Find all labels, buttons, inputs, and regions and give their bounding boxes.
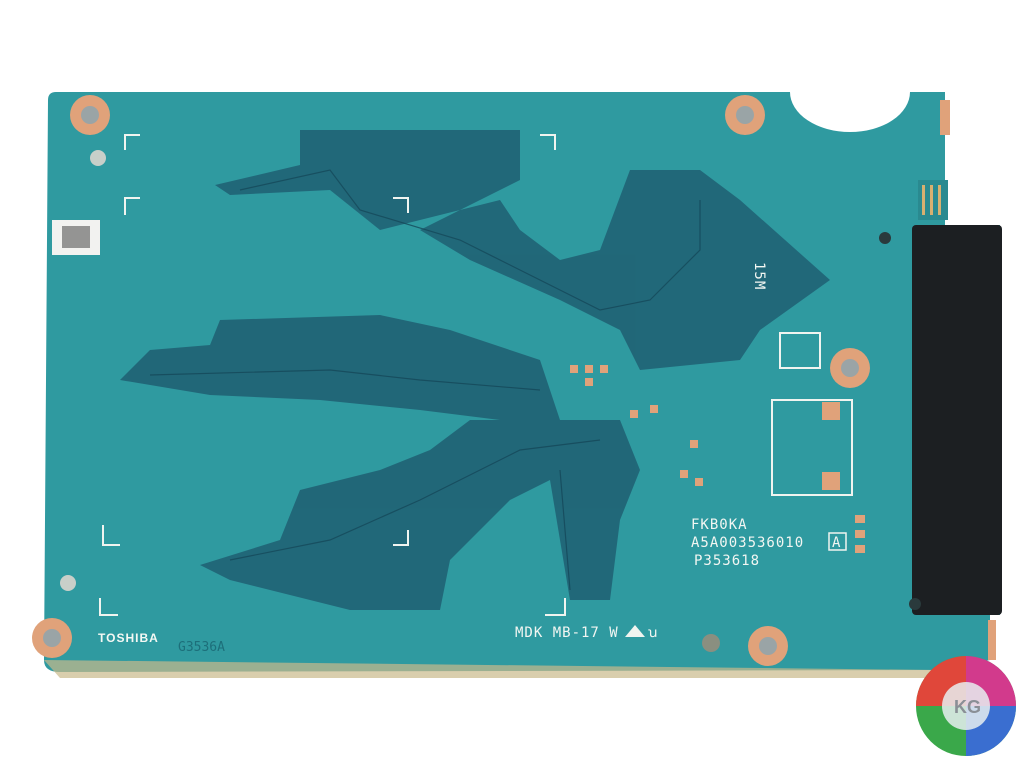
kg-logo: KG [916,656,1016,756]
board-code: G3536A [178,640,225,655]
mounting-holes [32,95,921,666]
part-label-1: FKB0KA [691,517,748,533]
kg-logo-text: KG [954,697,981,717]
part-label-2: A5A003536010 [691,535,804,551]
copper-pads [570,100,996,660]
ul-mark-icon: ꭒ [648,625,659,641]
sata-connector [912,225,1002,615]
triangle-mark-icon [625,625,645,637]
part-label-3: P353618 [694,553,760,569]
toshiba-mark: TOSHIBA [98,631,159,645]
small-mark: 15M [751,262,767,290]
trace-planes [120,130,830,610]
maker-mark: MDK MB-17 W [515,625,619,641]
revision-box: A [832,535,841,551]
